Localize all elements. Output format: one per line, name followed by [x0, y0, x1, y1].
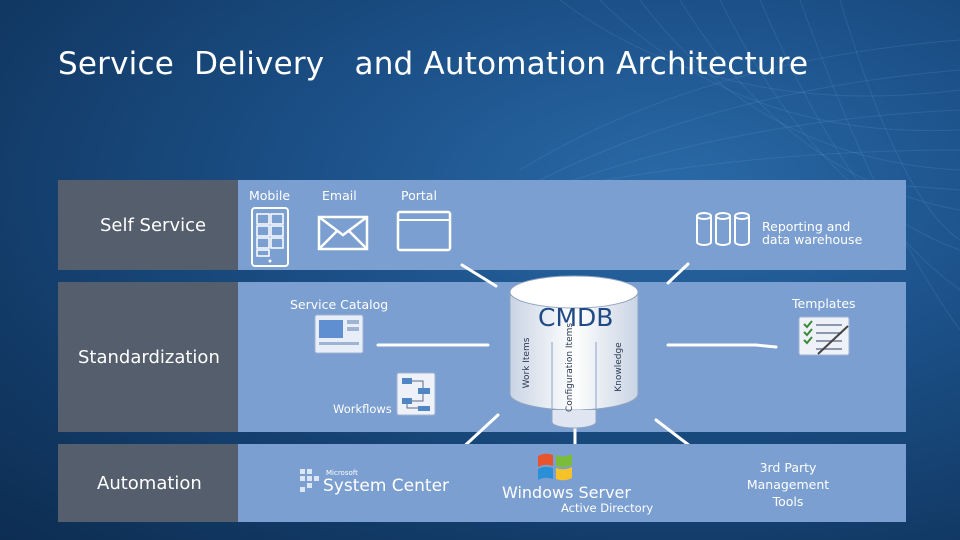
system-center-logo-icon	[300, 469, 319, 492]
system-center-logo-text: System Center	[323, 476, 450, 496]
automation-label: Automation	[97, 473, 202, 494]
self-service-label: Self Service	[100, 215, 207, 236]
service-catalog-icon	[314, 314, 364, 354]
mobile-icon	[251, 207, 289, 267]
email-icon	[317, 215, 369, 251]
portal-icon	[396, 210, 452, 252]
windows-flag-icon	[538, 453, 572, 481]
self-service-band	[58, 180, 906, 270]
cmdb-work-items: Work Items	[522, 337, 532, 389]
active-directory-text: Active Directory	[561, 501, 654, 515]
system-center-brand: Microsoft	[326, 469, 358, 477]
service-catalog-label: Service Catalog	[290, 297, 389, 312]
workflows-label: Workflows	[333, 402, 392, 416]
data-warehouse-icon	[696, 212, 750, 246]
email-label: Email	[322, 188, 357, 203]
templates-icon	[798, 316, 850, 356]
mobile-label: Mobile	[249, 188, 291, 203]
templates-label: Templates	[792, 296, 856, 311]
windows-server-text: Windows Server	[502, 483, 631, 502]
cmdb-title: CMDB	[538, 303, 614, 332]
reporting-label: Reporting and data warehouse	[762, 219, 863, 247]
cmdb-cylinder	[509, 275, 639, 429]
workflows-icon	[396, 372, 436, 416]
standardization-label: Standardization	[78, 347, 220, 368]
page-title: Service Delivery and Automation Architec…	[58, 46, 809, 82]
cmdb-configuration-items: Configuration Items	[565, 322, 575, 412]
portal-label: Portal	[401, 188, 437, 203]
third-party-tools-label: 3rd Party Management Tools	[746, 460, 830, 509]
cmdb-knowledge: Knowledge	[614, 342, 624, 392]
